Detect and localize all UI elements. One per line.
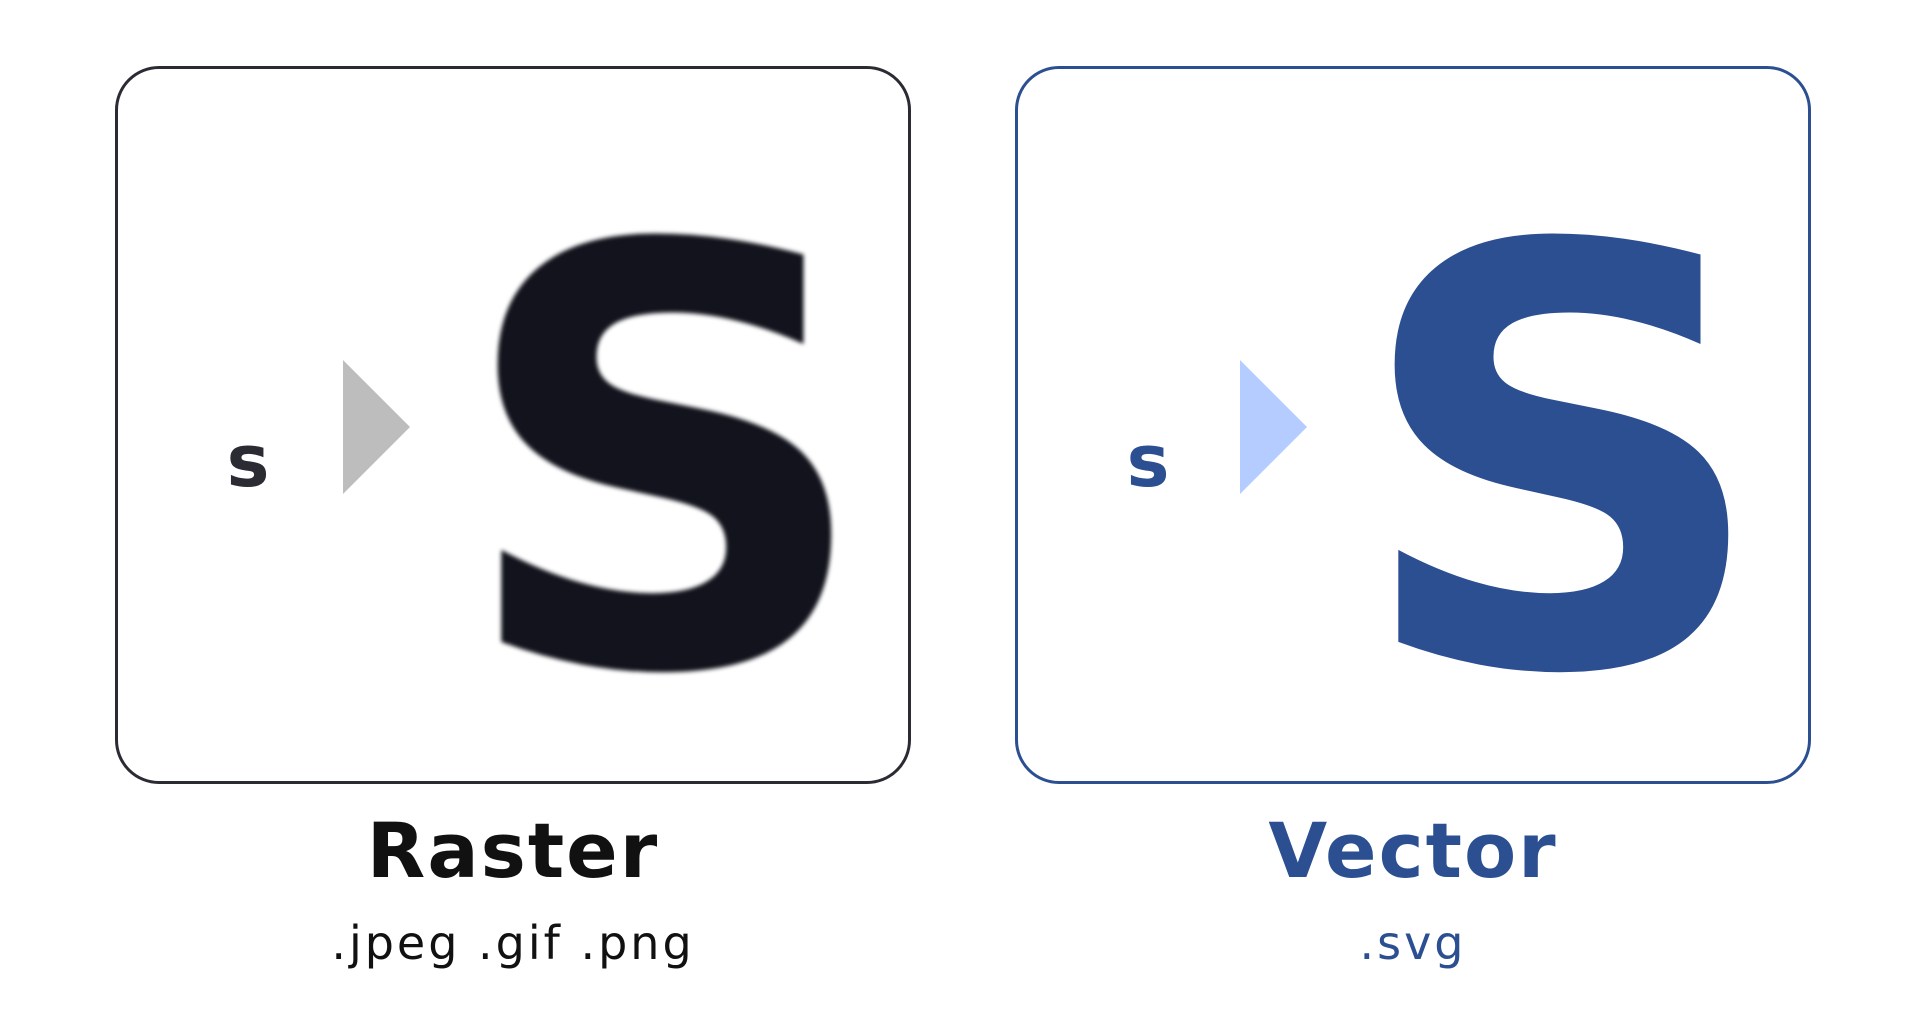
vector-card: s S [1015,66,1811,784]
raster-title: Raster [366,806,660,895]
raster-big-letter: S [456,126,874,784]
vector-formats: .svg [1359,916,1467,970]
raster-card: s S [115,66,911,784]
vector-small-letter: s [1126,419,1170,503]
vector-big-letter: S [1353,126,1771,784]
raster-arrow-icon [343,360,410,494]
vector-title: Vector [1268,806,1558,895]
raster-small-letter: s [226,419,270,503]
vector-arrow-icon [1240,360,1307,494]
raster-formats: .jpeg .gif .png [331,916,695,970]
